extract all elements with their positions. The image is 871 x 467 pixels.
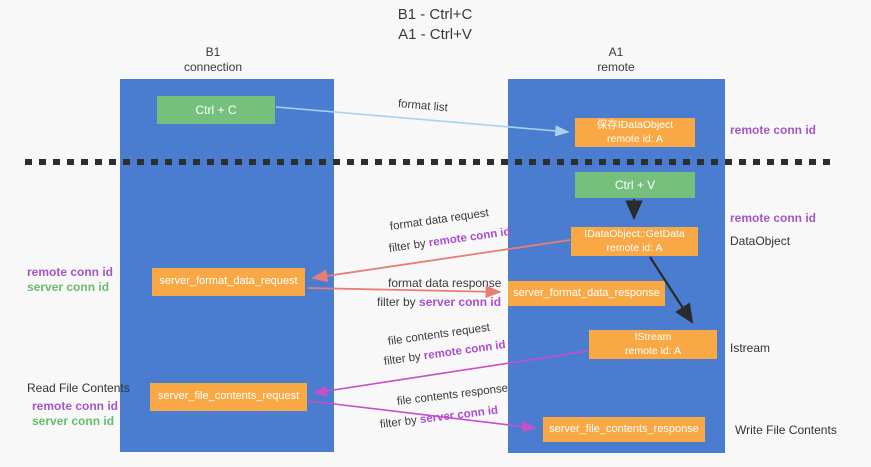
filter-key-remote-conn-id-1: remote conn id <box>428 225 512 250</box>
istream-line2: remote id: A <box>624 344 682 357</box>
node-istream: IStream remote id: A <box>589 330 717 359</box>
getdata-line2: remote id: A <box>606 241 663 254</box>
annotation-file-remote-conn-id: remote conn id <box>32 399 119 413</box>
node-idataobject-getdata: IDataObject::GetData remote id: A <box>571 227 698 256</box>
annotation-istream: Istream <box>730 341 771 355</box>
lane-a1-role: remote <box>597 60 635 74</box>
annotation-read-file-contents: Read File Contents <box>27 381 130 395</box>
server-file-contents-request-label: server_file_contents_request <box>157 390 300 403</box>
getdata-line1: IDataObject::GetData <box>584 228 685 241</box>
flow-label-format-data-response: format data response <box>388 276 502 290</box>
phase-separator-dashed-line <box>25 159 833 165</box>
title-line-b1: B1 - Ctrl+C <box>397 6 473 23</box>
title-line-a1: A1 - Ctrl+V <box>398 26 472 43</box>
filter-by-text-4: filter by <box>379 414 418 431</box>
server-format-data-request-label: server_format_data_request <box>159 275 298 288</box>
filter-key-server-conn-id-2: server conn id <box>419 295 502 309</box>
annotation-format-server-conn-id: server conn id <box>27 280 110 294</box>
filter-key-remote-conn-id-3: remote conn id <box>423 338 507 363</box>
annotation-write-file-contents: Write File Contents <box>735 423 837 437</box>
filter-key-server-conn-id-4: server conn id <box>419 404 499 427</box>
flow-label-format-list: format list <box>397 98 449 115</box>
filter-by-text-3: filter by <box>383 350 422 368</box>
node-save-idataobject: 保存IDataObject remote id: A <box>575 118 695 147</box>
node-server-file-contents-request: server_file_contents_request <box>150 383 307 411</box>
node-ctrl-v: Ctrl + V <box>575 172 695 198</box>
node-server-format-data-response: server_format_data_response <box>508 281 665 306</box>
lane-header-a1: A1 remote <box>566 45 666 75</box>
filter-by-text-2: filter by <box>377 295 416 309</box>
node-server-format-data-request: server_format_data_request <box>152 268 305 296</box>
server-file-contents-response-label: server_file_contents_response <box>549 422 699 435</box>
flow-label-format-data-response-filter: filter by server conn id <box>377 295 501 309</box>
server-format-data-response-label: server_format_data_response <box>513 286 660 299</box>
ctrl-c-label: Ctrl + C <box>195 102 237 117</box>
annotation-remote-conn-id-mid: remote conn id <box>730 211 817 225</box>
flow-label-file-contents-response-filter: filter by server conn id <box>379 405 498 431</box>
node-ctrl-c: Ctrl + C <box>157 96 275 124</box>
lane-b1-role: connection <box>183 60 243 74</box>
diagram-title: B1 - Ctrl+C A1 - Ctrl+V <box>330 5 540 45</box>
save-idataobject-line2: remote id: A <box>606 132 664 145</box>
annotation-remote-conn-id-top: remote conn id <box>730 123 817 137</box>
ctrl-v-label: Ctrl + V <box>614 177 656 192</box>
lane-header-b1: B1 connection <box>163 45 263 75</box>
annotation-format-remote-conn-id: remote conn id <box>27 265 114 279</box>
annotation-dataobject: DataObject <box>730 234 791 248</box>
lane-b1-name: B1 <box>205 45 221 59</box>
save-idataobject-line1: 保存IDataObject <box>596 119 674 132</box>
annotation-file-server-conn-id: server conn id <box>32 414 115 428</box>
node-server-file-contents-response: server_file_contents_response <box>543 417 705 442</box>
filter-by-text-1: filter by <box>388 237 427 255</box>
istream-line1: IStream <box>634 331 672 344</box>
lane-a1-name: A1 <box>608 45 624 59</box>
flow-label-format-data-request: format data request <box>389 207 490 233</box>
